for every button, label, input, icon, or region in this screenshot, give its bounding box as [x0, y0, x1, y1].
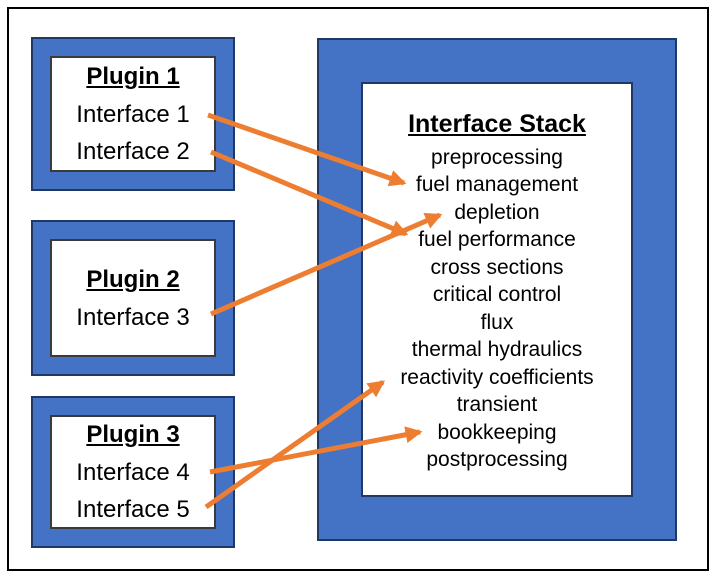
stack-item-postprocessing: postprocessing [426, 448, 568, 471]
stack-item-reactivity-coefficients: reactivity coefficients [400, 365, 594, 389]
stack-item-preprocessing: preprocessing [431, 145, 563, 169]
plugin-2-interface-3: Interface 3 [76, 303, 190, 331]
plugin-1-box: Plugin 1 Interface 1 Interface 2 [31, 37, 235, 191]
plugin-3-title: Plugin 3 [86, 421, 180, 448]
stack-item-fuel-performance: fuel performance [418, 228, 576, 251]
plugin-3-interface-4: Interface 4 [76, 459, 190, 486]
stack-item-thermal-hydraulics: thermal hydraulics [411, 338, 583, 361]
stack-item-depletion: depletion [454, 200, 540, 224]
stack-item-bookkeeping: bookkeeping [437, 420, 557, 444]
plugin-2-title: Plugin 2 [86, 265, 180, 293]
stack-item-flux: flux [480, 310, 514, 334]
stack-item-cross-sections: cross sections [430, 255, 564, 279]
plugin-1-interface-2: Interface 2 [76, 138, 190, 165]
plugin-2-box: Plugin 2 Interface 3 [31, 220, 235, 376]
plugin-3-inner: Plugin 3 Interface 4 Interface 5 [50, 415, 216, 529]
stack-item-transient: transient [456, 393, 538, 416]
plugin-3-interface-5: Interface 5 [76, 496, 190, 523]
plugin-1-interface-1: Interface 1 [76, 101, 190, 128]
plugin-1-inner: Plugin 1 Interface 1 Interface 2 [50, 56, 216, 172]
interface-stack-box: Interface Stack preprocessing fuel manag… [317, 38, 677, 541]
interface-stack-title: Interface Stack [408, 109, 586, 138]
stack-item-fuel-management: fuel management [415, 173, 579, 196]
plugin-1-title: Plugin 1 [86, 63, 180, 90]
interface-stack-inner: Interface Stack preprocessing fuel manag… [361, 82, 633, 497]
stack-item-critical-control: critical control [432, 283, 562, 306]
plugin-3-box: Plugin 3 Interface 4 Interface 5 [31, 396, 235, 548]
plugin-2-inner: Plugin 2 Interface 3 [50, 239, 216, 357]
